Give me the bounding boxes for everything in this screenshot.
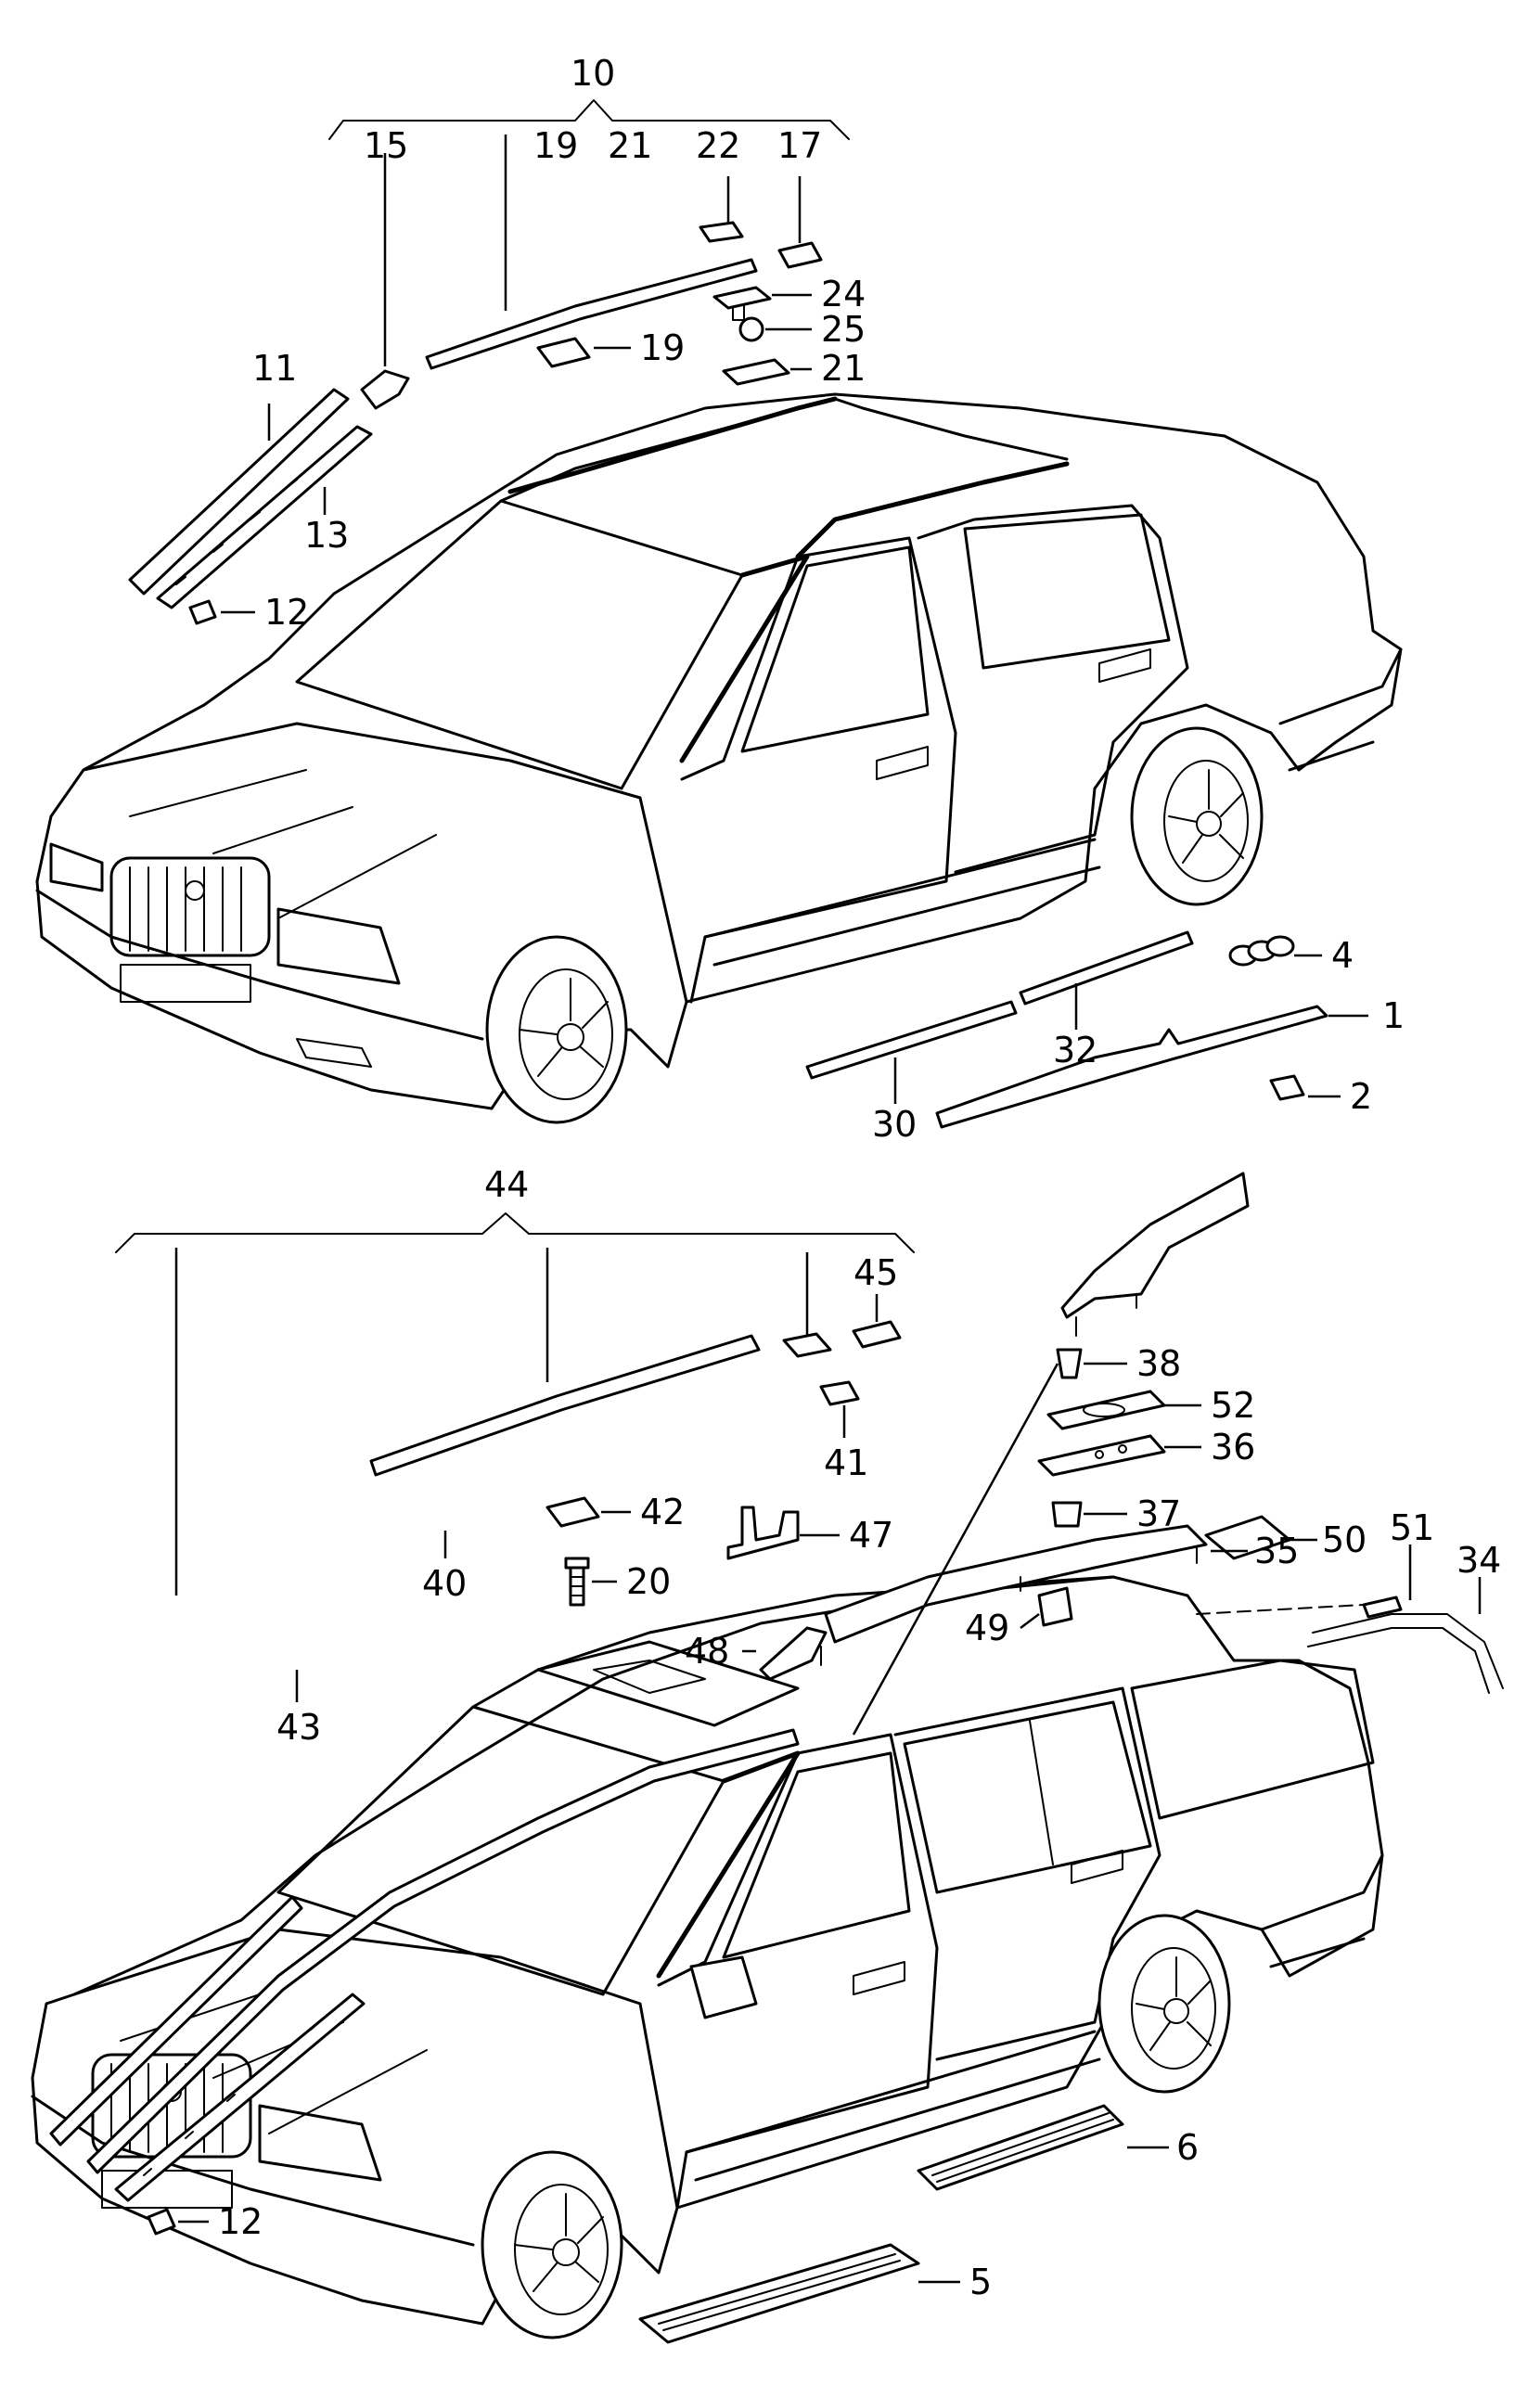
callout-21: 21 xyxy=(821,348,866,389)
part-12-clip-top xyxy=(188,599,217,625)
callout-15: 15 xyxy=(364,125,408,166)
callout-labels-bottom: 44 45 41 42 20 40 43 12 47 38 52 36 37 5… xyxy=(218,1164,1501,2302)
part-42-clip xyxy=(545,1496,600,1528)
sedan-rear-door xyxy=(917,504,1189,874)
estate-sunroof xyxy=(536,1640,800,1727)
callout-49: 49 xyxy=(965,1608,1009,1648)
part-21-plate xyxy=(722,358,790,386)
part-17-clip xyxy=(777,241,823,269)
callout-6: 6 xyxy=(1176,2127,1199,2168)
callout-32: 32 xyxy=(1053,1030,1097,1070)
sedan-front-wheel xyxy=(485,935,628,1124)
part-51-pad xyxy=(1362,1596,1403,1619)
part-24-bracket xyxy=(712,286,772,310)
callout-36: 36 xyxy=(1211,1427,1255,1468)
callout-34: 34 xyxy=(1457,1540,1501,1581)
callout-50: 50 xyxy=(1322,1519,1367,1560)
part-47-bracket xyxy=(726,1506,800,1560)
callout-1: 1 xyxy=(1382,995,1405,1036)
sedan-windshield xyxy=(295,499,744,790)
callout-17: 17 xyxy=(777,125,822,166)
part-1-moulding xyxy=(935,1005,1328,1129)
part-32-strip xyxy=(1019,930,1194,1006)
callout-30: 30 xyxy=(872,1104,917,1145)
callout-47: 47 xyxy=(849,1515,893,1556)
part-35-roof-rail xyxy=(824,1524,1208,1644)
part-44-clip xyxy=(782,1332,832,1358)
callout-37: 37 xyxy=(1136,1493,1181,1534)
callout-19-top: 19 xyxy=(533,125,578,166)
part-44-strip-left xyxy=(49,1895,303,2147)
part-41-clip xyxy=(819,1380,860,1406)
estate-front-wheel xyxy=(481,2150,623,2339)
callout-19: 19 xyxy=(640,327,685,368)
part-4-clips xyxy=(1228,935,1295,967)
callout-10: 10 xyxy=(571,53,615,94)
part-52-plate xyxy=(1046,1390,1166,1430)
group-44-bracket xyxy=(115,1212,915,1253)
part-45-clip xyxy=(852,1320,902,1349)
sedan-illustration xyxy=(35,99,1403,1129)
part-40-strip xyxy=(86,1728,800,2174)
callout-20: 20 xyxy=(626,1561,671,1602)
callout-43: 43 xyxy=(276,1707,321,1748)
sedan-body xyxy=(35,392,1403,1110)
part-25-nut xyxy=(738,316,764,342)
estate-rear-door xyxy=(893,1686,1161,2061)
part-15-end xyxy=(360,369,410,410)
callout-38: 38 xyxy=(1136,1343,1181,1384)
estate-mirror xyxy=(689,1955,758,2019)
sedan-rear-wheel xyxy=(1130,726,1264,906)
callout-12-top: 12 xyxy=(264,592,309,633)
callout-40: 40 xyxy=(422,1563,467,1604)
callout-22: 22 xyxy=(696,125,740,166)
callout-41: 41 xyxy=(824,1442,868,1483)
part-12-clip-bottom xyxy=(147,2208,176,2236)
estate-rear-wheel xyxy=(1097,1914,1231,2094)
callout-4: 4 xyxy=(1331,935,1354,976)
callout-48: 48 xyxy=(685,1631,729,1672)
part-48-clip xyxy=(759,1626,828,1681)
sedan-hood xyxy=(82,722,688,1004)
callout-12-bottom: 12 xyxy=(218,2201,263,2242)
part-22-clip xyxy=(699,221,744,243)
part-20-bolt xyxy=(564,1557,590,1607)
callout-24: 24 xyxy=(821,274,866,314)
callout-35: 35 xyxy=(1254,1531,1299,1571)
part-5-step xyxy=(638,2243,920,2344)
part-19-clip xyxy=(536,337,591,368)
callout-2: 2 xyxy=(1350,1076,1372,1117)
part-44-strip-upper xyxy=(369,1334,761,1477)
group-10-bracket xyxy=(328,99,850,140)
callout-labels-top: 10 15 19 21 22 17 24 25 19 21 11 13 12 4… xyxy=(252,53,1405,1145)
callout-51: 51 xyxy=(1390,1507,1434,1548)
part-30-strip xyxy=(805,1000,1018,1080)
callout-25: 25 xyxy=(821,309,866,350)
callout-42: 42 xyxy=(640,1492,685,1532)
part-34-strip xyxy=(1312,1613,1504,1689)
callout-5: 5 xyxy=(969,2262,992,2302)
part-2-clip xyxy=(1269,1074,1305,1101)
part-fender-arch xyxy=(1060,1172,1250,1319)
sedan-grille xyxy=(109,856,271,957)
callout-21-top: 21 xyxy=(608,125,652,166)
part-37-nut xyxy=(1051,1501,1083,1528)
callout-11: 11 xyxy=(252,348,297,389)
callout-13: 13 xyxy=(304,515,349,556)
callout-45: 45 xyxy=(853,1252,898,1293)
part-38-clip xyxy=(1056,1348,1083,1379)
sedan-roof-line xyxy=(507,396,838,494)
callout-52: 52 xyxy=(1211,1385,1255,1426)
callout-44: 44 xyxy=(484,1164,529,1205)
part-10-roof-strip xyxy=(425,258,758,370)
part-11-trim xyxy=(128,388,350,596)
part-36-plate xyxy=(1037,1434,1166,1477)
part-49-bracket xyxy=(1037,1586,1073,1627)
estate-illustration xyxy=(31,1172,1504,2344)
